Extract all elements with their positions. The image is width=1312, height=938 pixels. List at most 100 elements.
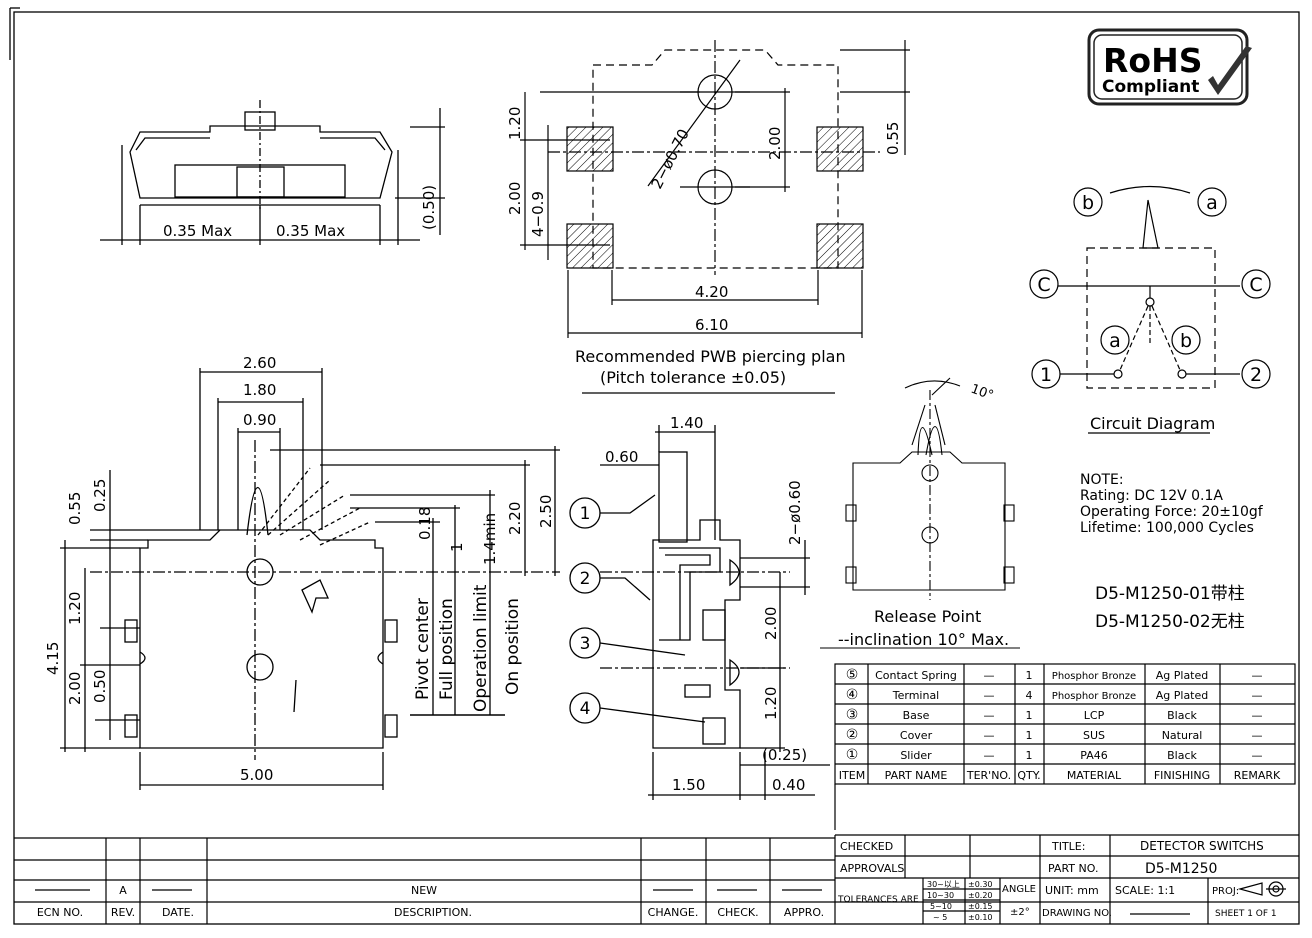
drawing-label: 5~10 [930, 902, 952, 911]
rev-h-check: CHECK. [717, 906, 758, 919]
drawing-label: 4 [1026, 689, 1033, 702]
top-view [100, 100, 445, 245]
rev-letter: A [119, 884, 127, 897]
drawing-label: QTY. [1017, 769, 1040, 782]
circuit-1: 1 [1040, 364, 1052, 386]
pwb-dim-120: 1.20 [506, 107, 524, 140]
note-rating: Rating: DC 12V 0.1A [1080, 488, 1223, 504]
drawing-label: 1 [1026, 709, 1033, 722]
drawing-label: — [984, 749, 995, 762]
tb-part-value: D5-M1250 [1145, 861, 1217, 877]
drawing-label: 1 [1026, 749, 1033, 762]
pwb-dim-610: 6.10 [695, 316, 728, 334]
front-dim-250: 2.50 [537, 495, 555, 528]
model-02: D5-M1250-02无柱 [1095, 612, 1245, 632]
side-dim-120: 1.20 [762, 687, 780, 720]
bom-row: ① Slider — 1 PA46 Black — [846, 747, 1263, 763]
drawing-label: 1 [1026, 729, 1033, 742]
pwb-caption-2: (Pitch tolerance ±0.05) [600, 368, 786, 387]
drawing-label: — [984, 689, 995, 702]
side-view [569, 425, 830, 800]
drawing-label: Terminal [892, 689, 940, 702]
front-view [60, 368, 560, 790]
release-caption-1: Release Point [874, 607, 981, 626]
bom-row: ② Cover — 1 SUS Natural — [846, 727, 1263, 743]
check-icon [1208, 46, 1252, 95]
rev-h-appro: APPRO. [784, 906, 824, 919]
circuit-2: 2 [1250, 364, 1262, 386]
tb-scale: SCALE: 1:1 [1115, 884, 1175, 897]
balloon-2: 2 [580, 569, 591, 589]
circuit-b-mid: b [1180, 330, 1192, 352]
rohs-logo: RoHS Compliant [1087, 28, 1252, 106]
top-dim-height: (0.50) [420, 185, 438, 230]
release-caption-2: --inclination 10° Max. [838, 630, 1009, 649]
drawing-label: — [1252, 729, 1263, 742]
drawing-label: 1 [1026, 669, 1033, 682]
model-01: D5-M1250-01带柱 [1095, 584, 1245, 604]
drawing-label: Phosphor Bronze [1052, 671, 1136, 682]
bom-table [834, 663, 1296, 830]
front-dim-220: 2.20 [506, 502, 524, 535]
drawing-label: Black [1167, 709, 1197, 722]
rev-h-desc: DESCRIPTION. [394, 906, 472, 919]
drawing-label: Ag Plated [1156, 689, 1209, 702]
side-dim-hole: 2−ø0.60 [786, 480, 804, 545]
pwb-pads [566, 126, 864, 269]
circuit-b-top: b [1082, 192, 1094, 214]
front-dim-200: 2.00 [66, 672, 84, 705]
note-life: Lifetime: 100,000 Cycles [1080, 520, 1254, 536]
drawing-label: Natural [1162, 729, 1203, 742]
note-force: Operating Force: 20±10gf [1080, 504, 1264, 520]
pwb-plan [520, 40, 910, 394]
drawing-label: — [984, 709, 995, 722]
drawing-label: ② [846, 727, 859, 743]
circuit-c-right: C [1249, 274, 1262, 296]
pwb-dim-4-09: 4−0.9 [529, 191, 547, 237]
tb-sheet: SHEET 1 OF 1 [1215, 909, 1277, 919]
top-dim-left: 0.35 Max [163, 222, 232, 240]
drawing-label: ±0.10 [968, 913, 993, 922]
rev-h-ecn: ECN NO. [37, 906, 83, 919]
rev-h-rev: REV. [111, 906, 135, 919]
tb-tol-label: TOLERANCES ARE [837, 895, 919, 905]
note-title: NOTE: [1080, 472, 1124, 488]
side-dim-025: (0.25) [762, 746, 807, 764]
tb-drawing-no: DRAWING NO. [1042, 908, 1112, 919]
drawing-frame [9, 7, 1300, 925]
front-dim-14min: 1.4min [481, 513, 499, 565]
drawing-label: LCP [1084, 709, 1105, 722]
front-dim-018: 0.18 [416, 507, 434, 540]
front-dim-180: 1.80 [243, 381, 276, 399]
pwb-caption-1: Recommended PWB piercing plan [575, 347, 846, 366]
drawing-label: ① [846, 747, 859, 763]
drawing-label: REMARK [1234, 769, 1281, 782]
side-dim-200: 2.00 [762, 607, 780, 640]
rohs-subtitle: Compliant [1102, 77, 1199, 97]
drawing-label: ±0.30 [968, 880, 993, 889]
label-full-position: Full position [437, 598, 457, 700]
rev-h-change: CHANGE. [648, 906, 699, 919]
circuit-a-mid: a [1109, 330, 1121, 352]
tb-title-value: DETECTOR SWITCHS [1140, 839, 1264, 853]
drawing-label: TER'NO. [966, 769, 1011, 782]
pwb-dim-055: 0.55 [884, 122, 902, 155]
drawing-label: Cover [900, 729, 933, 742]
label-operation-limit: Operation limit [471, 584, 491, 712]
drawing-label: ③ [846, 707, 859, 723]
pwb-dim-420: 4.20 [695, 283, 728, 301]
front-dim-120: 1.20 [66, 592, 84, 625]
side-dim-150: 1.50 [672, 776, 705, 794]
title-block-text: CHECKED APPROVALS TITLE: DETECTOR SWITCH… [837, 839, 1277, 922]
drawing-label: 30~以上 [927, 880, 960, 889]
drawing-label: ⑤ [846, 667, 859, 683]
bom-row: ⑤ Contact Spring — 1 Phosphor Bronze Ag … [846, 667, 1263, 683]
tb-unit: UNIT: mm [1045, 884, 1099, 897]
balloon-4: 4 [580, 699, 591, 719]
front-dim-055: 0.55 [66, 492, 84, 525]
side-balloons: 1 2 3 4 [580, 504, 591, 719]
drawing-label: — [984, 669, 995, 682]
tb-proj: PROJ: [1212, 886, 1239, 897]
front-dim-025: 0.25 [91, 479, 109, 512]
